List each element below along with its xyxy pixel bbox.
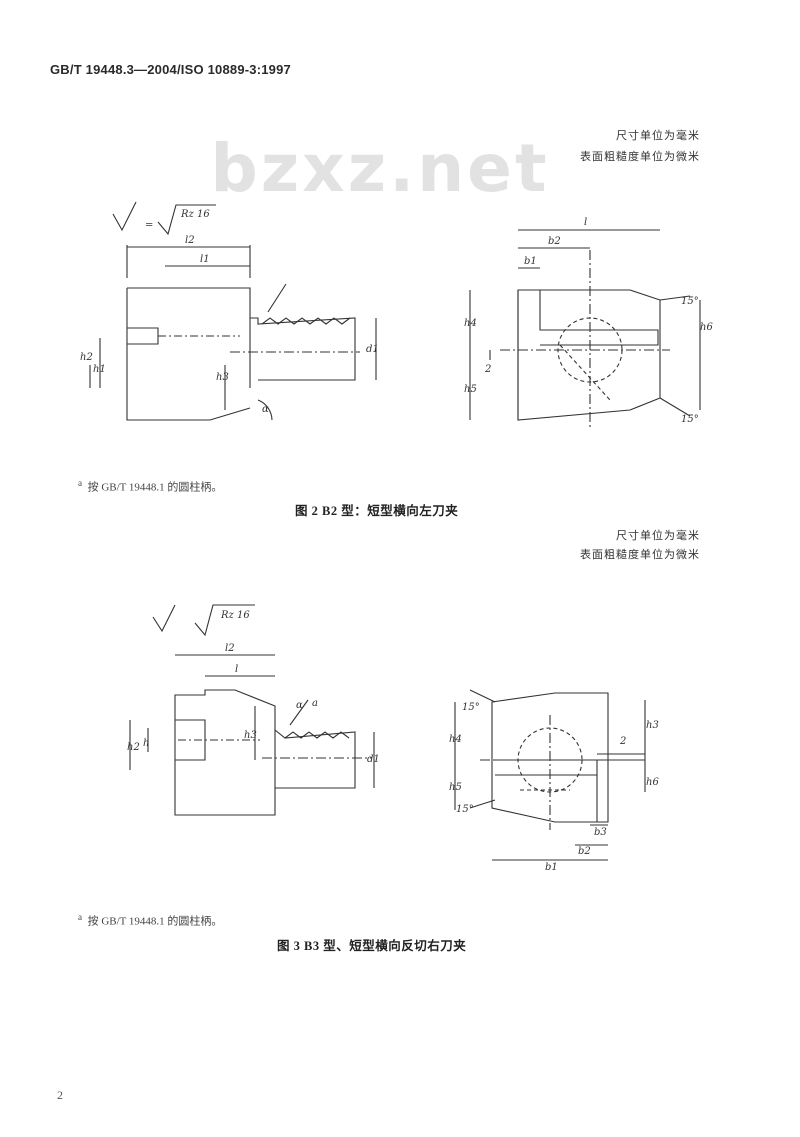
fig3-right-view [454,689,646,861]
svg-text:b2: b2 [548,236,561,247]
svg-text:d1: d1 [367,754,380,765]
svg-text:15°: 15° [456,804,474,815]
svg-text:l: l [584,217,587,228]
fig2-unit-line1: 尺寸单位为毫米 [616,130,700,142]
svg-text:b2: b2 [578,846,591,857]
document-header: GB/T 19448.3—2004/ISO 10889-3:1997 [50,62,291,77]
svg-text:α: α [262,404,269,415]
fig3-roughness-text: Rz 16 [220,610,250,621]
fig3-caption: 图 3 B3 型、短型横向反切右刀夹 [277,939,467,953]
svg-text:l2: l2 [225,643,235,654]
svg-text:h3: h3 [216,372,229,383]
fig3-unit-line2: 表面粗糙度单位为微米 [580,549,700,561]
fig2-roughness-symbol: = Rz 16 [112,201,216,236]
page-number: 2 [57,1088,63,1102]
svg-text:h5: h5 [449,782,462,793]
svg-text:h4: h4 [464,318,477,329]
svg-text:h6: h6 [700,322,713,333]
svg-text:h: h [143,738,149,749]
fig2-unit-line2: 表面粗糙度单位为微米 [580,151,700,163]
svg-text:l1: l1 [200,254,210,265]
fig3-footnote: a 按 GB/T 19448.1 的圆柱柄。 [78,912,223,928]
svg-text:l2: l2 [185,235,195,246]
svg-text:b1: b1 [545,862,558,873]
svg-text:=: = [145,220,153,231]
svg-text:b1: b1 [524,256,537,267]
fig2-left-view [89,245,377,421]
svg-text:15°: 15° [681,414,699,425]
svg-text:a: a [312,698,318,709]
svg-text:2: 2 [484,364,491,375]
svg-text:15°: 15° [681,296,699,307]
fig3-left-view [129,654,375,816]
svg-text:b3: b3 [594,827,607,838]
svg-text:α: α [296,700,303,711]
fig3-roughness-symbol: Rz 16 [152,604,255,637]
svg-text:h5: h5 [464,384,477,395]
fig2-roughness-text: Rz 16 [180,209,210,220]
fig2-caption: 图 2 B2 型：短型横向左刀夹 [295,504,459,518]
svg-text:2: 2 [619,736,626,747]
svg-text:h3: h3 [646,720,659,731]
svg-text:l: l [235,664,238,675]
svg-text:h4: h4 [449,734,462,745]
fig3-unit-line1: 尺寸单位为毫米 [616,530,700,542]
svg-text:h3: h3 [244,730,257,741]
svg-text:h2: h2 [80,352,93,363]
fig2-footnote: a 按 GB/T 19448.1 的圆柱柄。 [78,478,223,494]
watermark: bzxz.net [210,130,550,207]
svg-text:h2: h2 [127,742,140,753]
svg-text:h1: h1 [93,364,106,375]
svg-text:h6: h6 [646,777,659,788]
fig2-right-view [469,229,701,430]
svg-text:15°: 15° [462,702,480,713]
svg-text:d1: d1 [366,344,379,355]
